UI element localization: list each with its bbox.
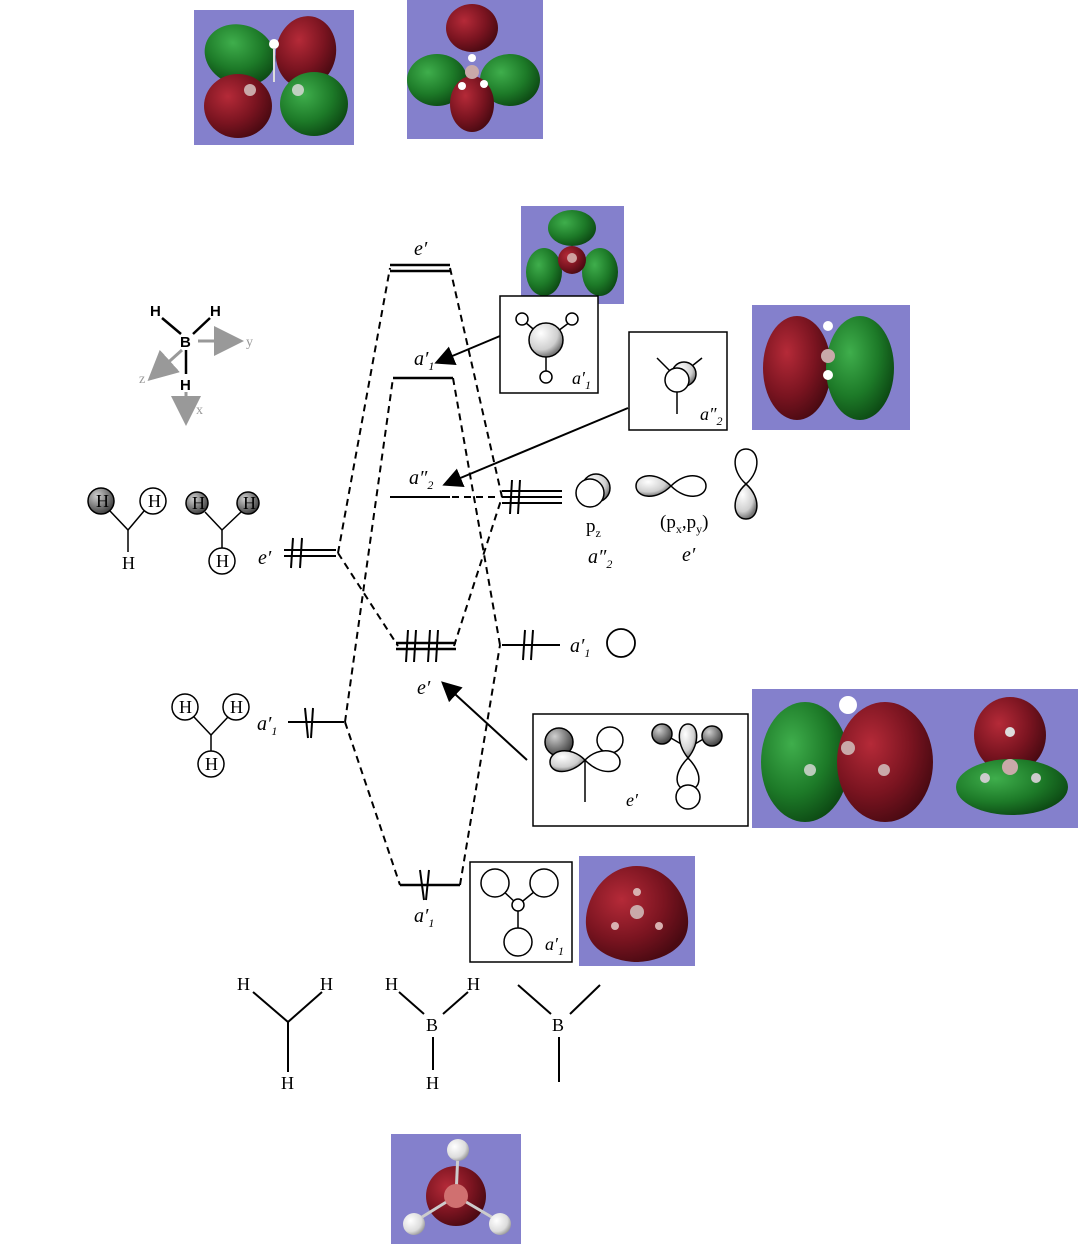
level-a1-bonding-label: a′1 [414, 905, 434, 930]
boron-pz-label: pz [586, 516, 601, 540]
level-a1-antibonding-label: a′1 [414, 348, 434, 373]
axis-boron: B [180, 334, 191, 351]
h3-salc-a1: H H H [171, 693, 250, 778]
svg-text:H: H [320, 974, 333, 994]
svg-text:a″2: a″2 [700, 404, 723, 428]
level-a2-nonbonding-label: a″2 [409, 467, 433, 492]
axis-z-label: z [139, 372, 145, 387]
box-a1-antibonding: a′1 [499, 295, 599, 394]
h3-fragment-structure: H H H [237, 974, 333, 1093]
boron-s-level [502, 629, 560, 661]
mo-image-a1-bonding [579, 856, 695, 966]
level-e-bonding-label: e′ [417, 677, 431, 699]
annotation-arrows [434, 335, 629, 761]
svg-text:a′1: a′1 [545, 934, 564, 958]
bh3-molecule-image [391, 1134, 521, 1244]
boron-pxpy-symmetry: e′ [682, 544, 696, 566]
bh3-structure: H H B H [385, 974, 480, 1093]
box-a2-nonbonding: a″2 [628, 331, 728, 431]
svg-text:H: H [192, 493, 205, 513]
svg-text:H: H [243, 493, 256, 513]
axis-x-label: x [196, 403, 203, 418]
axis-h3: H [180, 377, 191, 394]
svg-text:H: H [467, 974, 480, 994]
correlation-lines [337, 267, 503, 886]
boron-pz-orbital [575, 473, 611, 508]
mo-image-a1-antibonding [521, 206, 624, 304]
coordinate-axes: H H B H y z x [139, 303, 253, 426]
svg-text:B: B [426, 1015, 438, 1035]
h3-salc-e-1: H H H [87, 487, 167, 573]
svg-text:a′1: a′1 [572, 368, 591, 392]
svg-text:H: H [148, 491, 161, 511]
box-e-bonding: e′ [532, 713, 749, 827]
boron-px-orbital [635, 475, 707, 497]
svg-text:H: H [205, 754, 218, 774]
boron-p-level [502, 479, 562, 515]
svg-text:B: B [552, 1015, 564, 1035]
svg-text:H: H [385, 974, 398, 994]
svg-text:e′: e′ [626, 790, 639, 810]
axis-y-label: y [246, 335, 253, 350]
left-a1-label: a′1 [257, 713, 277, 738]
boron-fragment-structure: B [517, 984, 601, 1082]
left-e-label: e′ [258, 547, 272, 569]
box-a1-bonding: a′1 [469, 861, 573, 963]
svg-text:H: H [281, 1073, 294, 1093]
boron-pxpy-label: (px,py) [660, 512, 708, 536]
svg-text:H: H [179, 697, 192, 717]
svg-text:H: H [237, 974, 250, 994]
axis-h2: H [210, 303, 221, 320]
boron-s-symmetry: a′1 [570, 635, 590, 660]
mo-image-e-antibonding-2 [407, 0, 543, 139]
svg-text:H: H [426, 1073, 439, 1093]
mo-image-e-bonding [752, 689, 1078, 828]
left-a1-level [288, 707, 344, 739]
svg-text:H: H [230, 697, 243, 717]
mo-image-e-antibonding-1 [194, 10, 354, 145]
mo-image-a2-nonbonding [752, 305, 910, 430]
boron-py-orbital [734, 448, 758, 520]
boron-s-orbital [606, 628, 636, 658]
level-a1-bonding [400, 869, 460, 901]
svg-text:H: H [216, 551, 229, 571]
svg-text:H: H [122, 553, 135, 573]
level-e-antibonding-label: e′ [414, 238, 428, 260]
left-e-level [284, 537, 336, 569]
axis-h1: H [150, 303, 161, 320]
svg-text:H: H [96, 491, 109, 511]
level-e-bonding [396, 629, 456, 663]
h3-salc-e-2: H H H [185, 491, 260, 575]
boron-pz-symmetry: a″2 [588, 546, 612, 571]
